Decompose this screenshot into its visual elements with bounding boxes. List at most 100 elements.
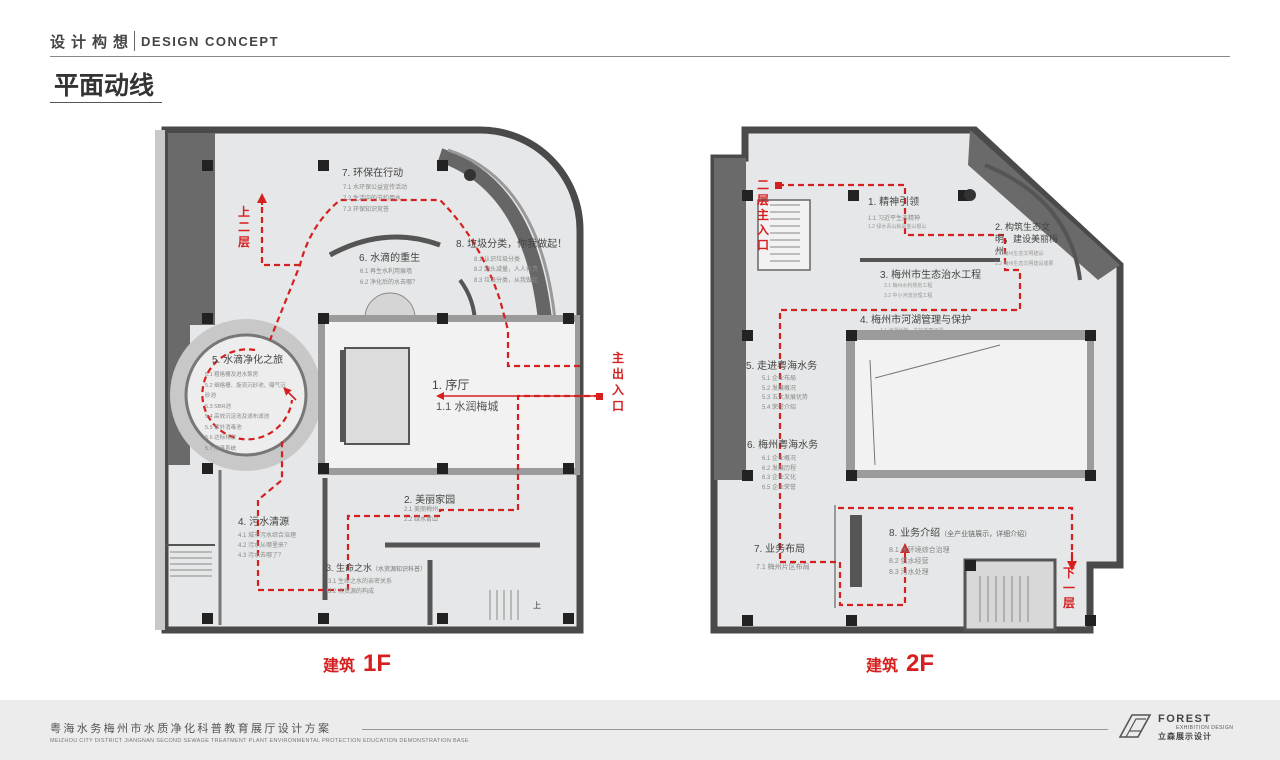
page-header: 设计构想 DESIGN CONCEPT: [50, 30, 279, 52]
zone-item: 6.1 企业概况: [762, 456, 797, 462]
floor1-stair-mark: 上: [533, 601, 541, 610]
floor1-outer-strip: [155, 130, 165, 630]
zone-item: 5.5 紫外消毒池: [205, 424, 242, 431]
label-char: 入: [757, 223, 770, 237]
zone-item: 4.3 污水去哪了？: [238, 553, 285, 559]
floor2-stair-lower: [963, 558, 1057, 632]
zone-item: 7.1 梅州片区布局: [756, 564, 810, 571]
zone-item: 5.1 粗格栅及进水泵房: [205, 372, 259, 378]
zone-title: 3. 生命之水: [326, 563, 373, 573]
zone-items: 6.1 企业概况 6.2 发展历程 6.3 企业文化 6.5 企业荣誉: [762, 455, 796, 493]
floor2-route: [778, 183, 1074, 607]
label-char: 口: [757, 238, 770, 252]
footer-project-subtitle: MEIZHOU CITY DISTRICT JIANGNAN SECOND SE…: [50, 738, 469, 744]
floor2-down-stair-label: 下 一 层: [1063, 566, 1077, 611]
label-char: 层: [757, 193, 770, 207]
zone-item: 6.1 再生水利用展墙: [360, 269, 413, 275]
zone-label: 1. 精神引领: [868, 197, 920, 208]
zone-item: 5.6 达标排放: [205, 435, 237, 441]
zone-item: 8.3 污水处理: [889, 569, 929, 576]
zone-item: 8.1 水环境综合治理: [889, 547, 950, 554]
header-separator: [134, 31, 136, 51]
floor2-plan: [710, 126, 1124, 634]
floor1-curved-wall-inner: [447, 148, 557, 321]
label-char: 出: [612, 367, 625, 381]
zone-label: 2. 构筑生态文明，建设美丽梅州: [995, 222, 1059, 256]
zone-item: 4.2 污水从哪里来？: [238, 543, 291, 549]
zone-item: 5.2 发展概况: [762, 385, 797, 392]
zone-label: 7. 业务布局: [754, 544, 806, 555]
zone-label: 6. 水滴的重生: [359, 253, 421, 264]
floor1-arc-wall: [328, 234, 441, 258]
label-char: 主: [612, 351, 625, 365]
zone-item: 3.1 梅州水利规划工程: [884, 283, 933, 289]
label-char: 层: [1063, 596, 1076, 610]
floor2-label: 建筑 2F: [866, 650, 934, 678]
label-char: 二: [757, 178, 770, 192]
floor1-route: [201, 198, 600, 592]
zone-item: 5.2 细格栅、旋流沉砂池、曝气沉砂池: [205, 382, 286, 400]
zone-item: 8.3 垃圾分类，从我做起: [474, 278, 539, 284]
zone-label: 3. 梅州市生态治水工程: [880, 270, 982, 281]
label-char: 上: [238, 205, 251, 219]
label-char: 一: [1063, 581, 1076, 595]
label-char: 主: [757, 208, 770, 222]
floor2-entry-marker: [775, 182, 782, 189]
zone-item: 4.1 城市污水综合治理: [238, 533, 297, 539]
floor2-entrance-label: 二 层 主 入 口: [757, 178, 771, 253]
zone-label: 8. 业务介绍（全产业链展示，详细介绍）: [889, 524, 1031, 539]
zone-item: 2.2 梅州生态文明建设成果: [995, 261, 1054, 267]
zone-items: 8.1 水环境综合治理 8.2 供水经营 8.3 污水处理: [889, 545, 950, 578]
zone-item: 6.2 净化后的水去哪？: [360, 280, 419, 286]
floor-label-cn: 建筑: [866, 656, 899, 675]
zone-item: 5.3 五大发展优势: [762, 395, 809, 401]
footer-brand: FOREST: [1158, 713, 1212, 725]
floor-label-number: 2F: [906, 650, 935, 677]
zone-label: 4. 梅州市河湖管理与保护: [860, 315, 972, 326]
floor1-up-stair-label: 上 二 层: [238, 205, 252, 250]
floor2-hall-floor: [855, 340, 1087, 470]
section-title-en: DESIGN CONCEPT: [141, 33, 280, 49]
footer-project-title: 粤海水务梅州市水质净化科普教育展厅设计方案: [50, 722, 332, 735]
floor1-plan: [155, 126, 603, 634]
zone-item: 1.1 水润梅城: [436, 401, 499, 413]
title-underline: [50, 102, 162, 103]
zone-label: 3. 生命之水（水资源知识科普）: [326, 561, 426, 574]
floor1-stairs-bottom: [489, 590, 519, 620]
zone-item: 1.2 绿水青山就是金山银山: [868, 224, 927, 230]
zone-item: 6.2 发展历程: [762, 465, 797, 472]
zone-suffix: （水资源知识科普）: [372, 567, 427, 573]
floor2-display-wall: [850, 515, 862, 587]
floor1-curved-wall: [437, 148, 552, 321]
floor1-display-panel: [344, 347, 410, 445]
zone-item: 5.4 荣誉介绍: [762, 404, 797, 411]
header-divider: [50, 56, 1230, 57]
floor2-hall-line: [869, 359, 876, 466]
floor2-stair-lines-upper: [770, 204, 800, 262]
label-char: 下: [1063, 566, 1076, 580]
floor2-stair-lines-lower: [979, 576, 1029, 622]
floor1-label: 建筑 1F: [323, 650, 391, 678]
zone-item: 3.2 水资源的构成: [328, 589, 375, 595]
zone-item: 1.1 习近平生态精神: [868, 216, 921, 222]
zone-item: 5.1 企业布局: [762, 376, 797, 382]
zone-label: 4. 污水清源: [238, 517, 290, 528]
zone-item: 2.1 美丽梅州: [404, 507, 439, 513]
floor2-dark-block-left: [714, 158, 746, 480]
footer-divider: [362, 729, 1108, 730]
floor2-curved-wall: [984, 163, 1082, 281]
floor-label-cn: 建筑: [323, 656, 356, 675]
floor1-columns: [202, 160, 574, 624]
floor-plans: [155, 126, 1124, 634]
footer-brand-sub: EXHIBITION DESIGN: [1176, 725, 1234, 731]
floor1-entry-marker: [596, 393, 603, 400]
floor2-round-column: [964, 189, 976, 201]
floor1-panel-edge: [340, 350, 345, 442]
zone-item: 5.4 高效沉淀池及滤布滤池: [205, 414, 270, 420]
floor1-stairs-left: [170, 551, 212, 577]
zone-item: 7.3 环保知识竞答: [343, 207, 390, 213]
zone-item: 7.1 水环保公益宣传活动: [343, 185, 408, 191]
zone-label: 8. 垃圾分类，你我做起！: [456, 239, 568, 250]
zone-item: 7.2 生活中的节约用水: [343, 196, 402, 202]
floor1-entrance-label: 主 出 入 口: [612, 350, 626, 414]
